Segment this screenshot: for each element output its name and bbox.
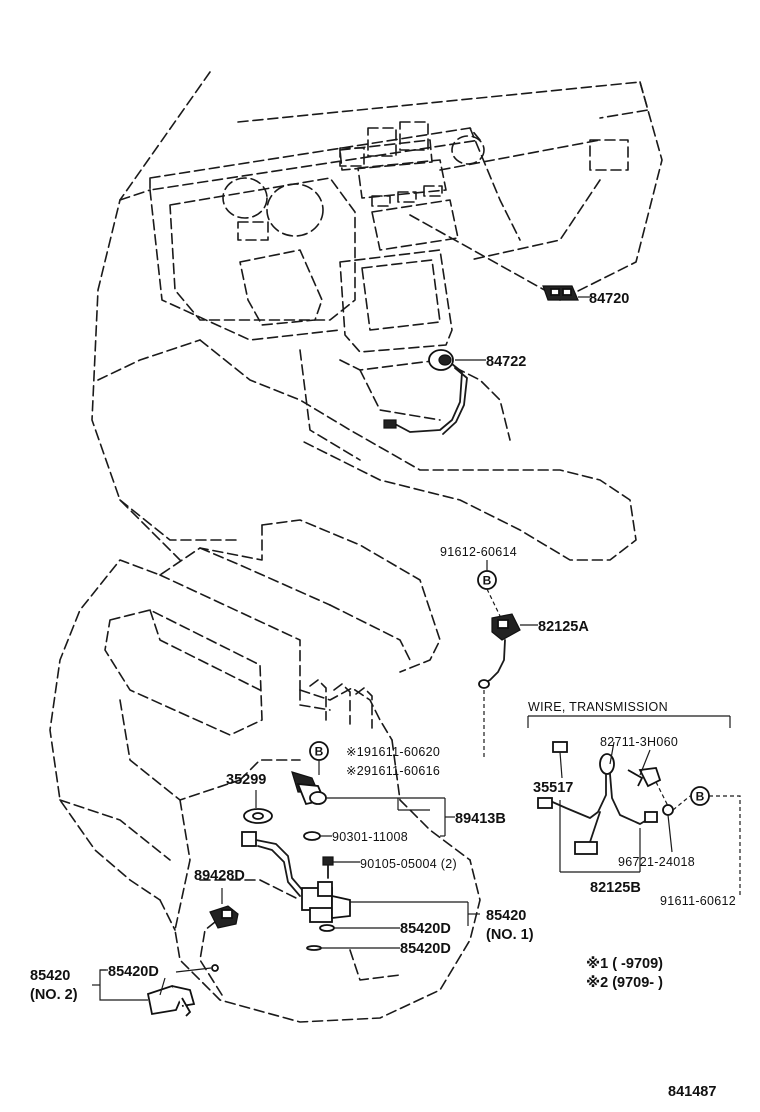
label-35517: 35517 [533, 780, 573, 796]
label-291611-60616: ※291611-60616 [346, 764, 440, 778]
label-191611-60620: ※191611-60620 [346, 745, 440, 759]
wire-transmission-title: WIRE, TRANSMISSION [528, 700, 668, 714]
label-82711-3H060: 82711-3H060 [600, 735, 678, 749]
label-84722: 84722 [486, 354, 526, 370]
note-1-date-range: ※1 ( -9709) [586, 956, 663, 972]
solenoid-85420-no2 [92, 964, 219, 1017]
label-82125B: 82125B [590, 880, 641, 896]
drawing-number: 841487 [668, 1084, 716, 1100]
label-90301-11008: 90301-11008 [332, 830, 408, 844]
speed-sensor-89413B [291, 771, 455, 841]
label-85420D-c: 85420D [108, 964, 159, 980]
switch-84720 [409, 214, 590, 301]
dashboard-outline [91, 71, 663, 561]
wire-transmission-harness [537, 741, 691, 873]
reference-b-letter-left: B [315, 745, 324, 759]
label-89413B: 89413B [455, 811, 506, 827]
label-84720: 84720 [589, 291, 629, 307]
wire-transmission-bracket [527, 715, 731, 728]
label-96721-24018: 96721-24018 [618, 855, 695, 869]
bolt-90105 [322, 856, 360, 879]
label-no2: (NO. 2) [30, 987, 78, 1003]
label-82125A: 82125A [538, 619, 589, 635]
reference-b-letter-right: B [696, 790, 705, 804]
label-85420D-b: 85420D [400, 941, 451, 957]
label-no1: (NO. 1) [486, 927, 534, 943]
label-35299: 35299 [226, 772, 266, 788]
label-85420D-a: 85420D [400, 921, 451, 937]
label-91611-60612: 91611-60612 [660, 894, 736, 908]
switch-84722 [383, 349, 486, 435]
label-89428D: 89428D [194, 868, 245, 884]
solenoid-85420-no1 [241, 831, 480, 951]
label-85420-no1: 85420 [486, 908, 526, 924]
label-90105-05004: 90105-05004 (2) [360, 857, 457, 871]
connector-82125A [478, 613, 538, 689]
label-85420-no2: 85420 [30, 968, 70, 984]
note-2-date-range: ※2 (9709- ) [586, 975, 663, 991]
sensor-89428D [209, 888, 239, 929]
reference-b-letter: B [483, 574, 492, 588]
gasket-35299 [243, 790, 273, 824]
label-91612-60614: 91612-60614 [440, 545, 517, 559]
engine-outline [49, 519, 481, 1023]
